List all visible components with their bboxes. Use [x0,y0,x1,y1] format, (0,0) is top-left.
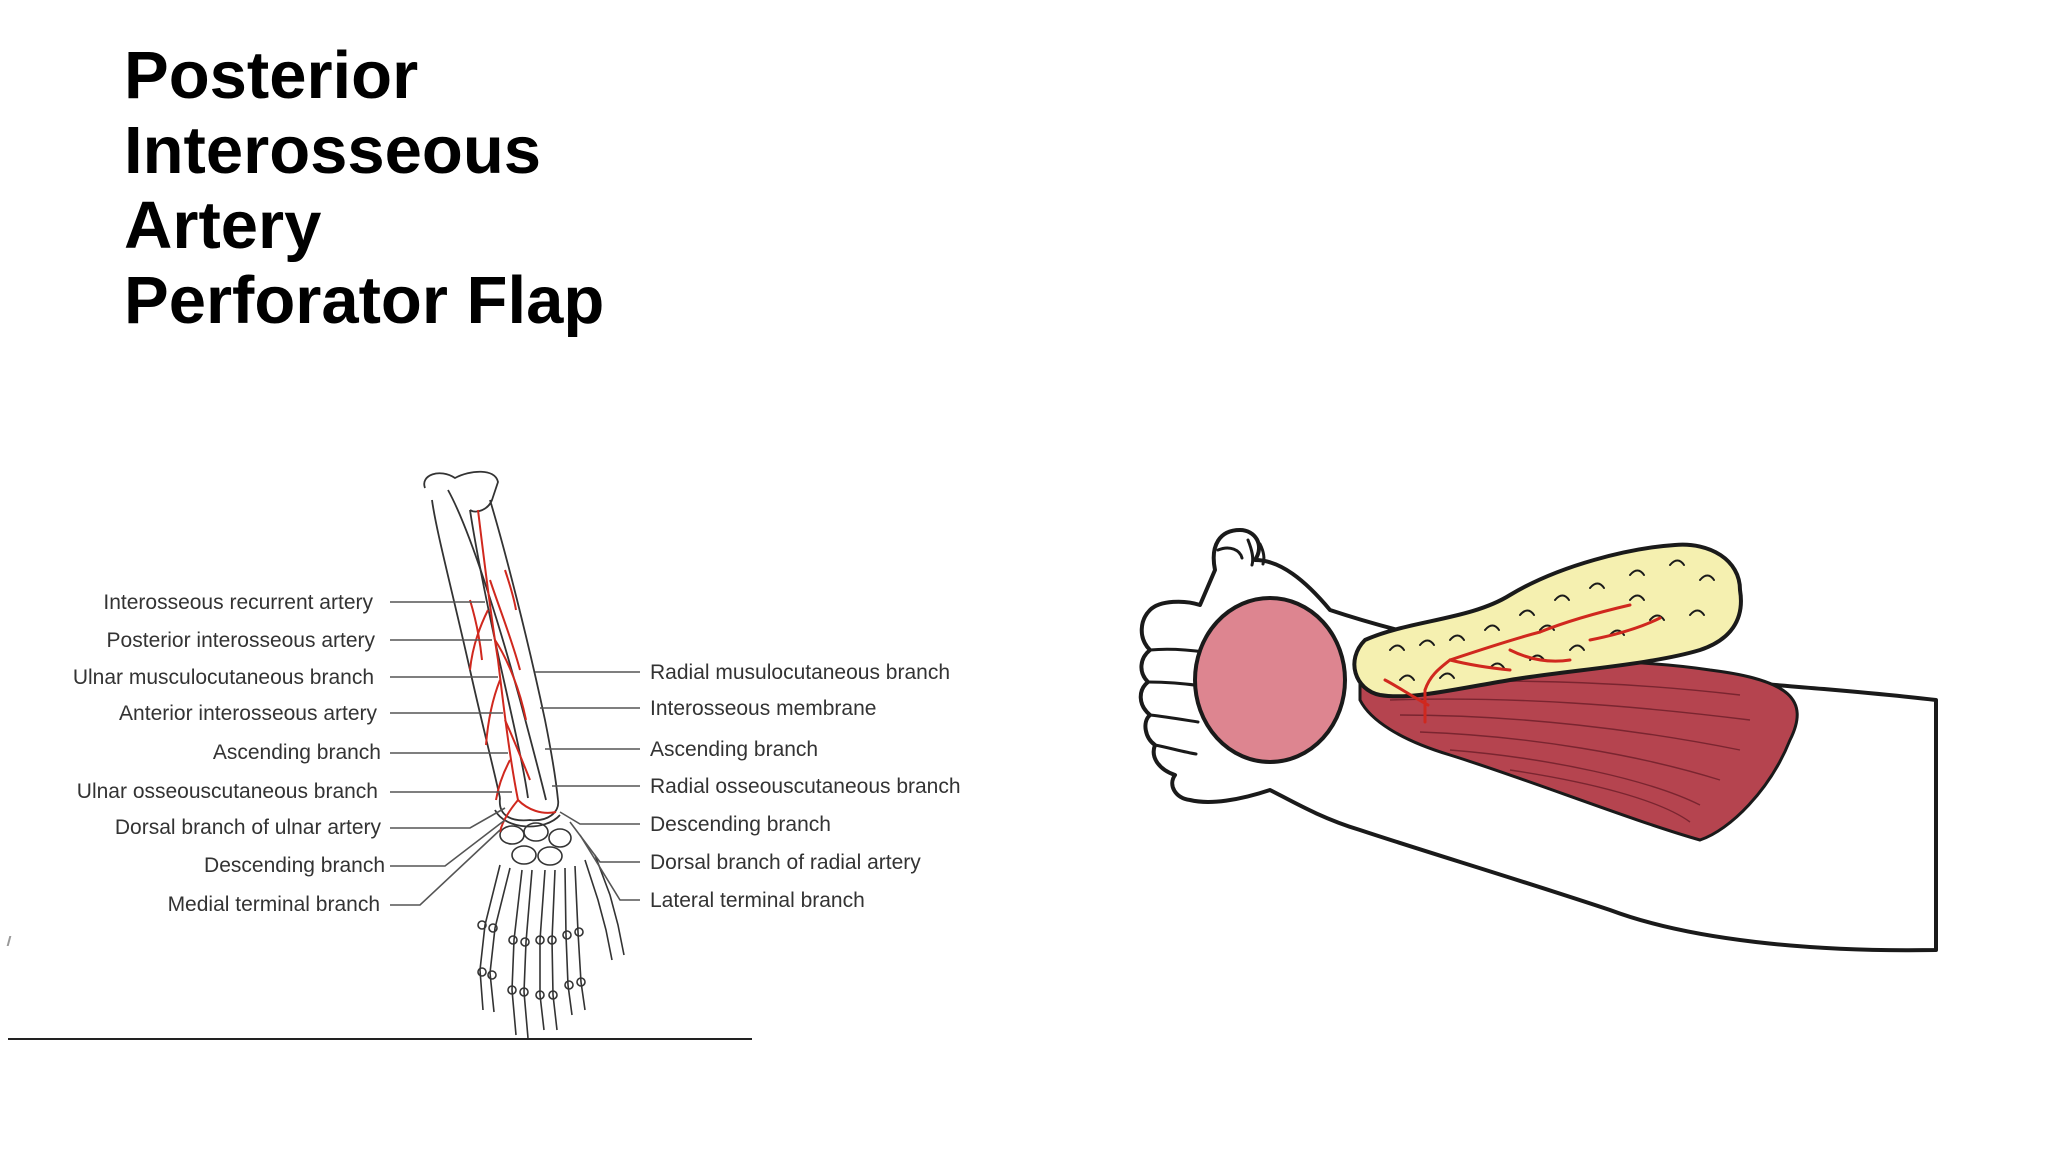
label-radial-osseouscutaneous-branch: Radial osseouscutaneous branch [650,775,961,798]
slide-title: Posterior Interosseous Artery Perforator… [124,38,824,338]
forearm-artery-diagram: Interosseous recurrent artery Posterior … [73,470,961,1039]
flap-illustration [1138,528,1938,953]
title-line-4: Perforator Flap [124,263,605,338]
label-interosseous-recurrent-artery: Interosseous recurrent artery [103,591,373,614]
label-medial-terminal-branch: Medial terminal branch [168,893,380,916]
label-posterior-interosseous-artery: Posterior interosseous artery [107,629,376,652]
title-line-1: Posterior [124,38,419,113]
title-line-2: Interosseous [124,113,542,188]
right-leader-lines [535,671,640,901]
label-lateral-terminal-branch: Lateral terminal branch [650,889,865,912]
label-ulnar-osseouscutaneous-branch: Ulnar osseouscutaneous branch [77,780,378,803]
artery-branches [469,509,557,833]
bottom-rule [8,1038,752,1040]
label-dorsal-branch-of-radial-artery: Dorsal branch of radial artery [650,851,921,874]
hand-bones [477,822,625,1039]
perforator-vessel [1383,603,1662,724]
label-radial-musulocutaneous-branch: Radial musulocutaneous branch [650,661,950,684]
label-radial-descending-branch: Descending branch [650,813,831,836]
label-ulnar-musculocutaneous-branch: Ulnar musculocutaneous branch [73,666,374,689]
label-radial-ascending-branch: Ascending branch [650,738,818,761]
title-line-3: Artery [124,188,322,263]
forearm-bones [423,470,561,828]
flap-fat-texture [1389,559,1715,681]
label-ulnar-ascending-branch: Ascending branch [213,741,381,764]
skin-defect [1193,596,1347,764]
left-leader-lines [390,601,512,906]
label-ulnar-descending-branch: Descending branch [204,854,385,877]
label-dorsal-branch-of-ulnar-artery: Dorsal branch of ulnar artery [115,816,382,839]
label-interosseous-membrane: Interosseous membrane [650,697,876,720]
label-anterior-interosseous-artery: Anterior interosseous artery [119,702,377,725]
